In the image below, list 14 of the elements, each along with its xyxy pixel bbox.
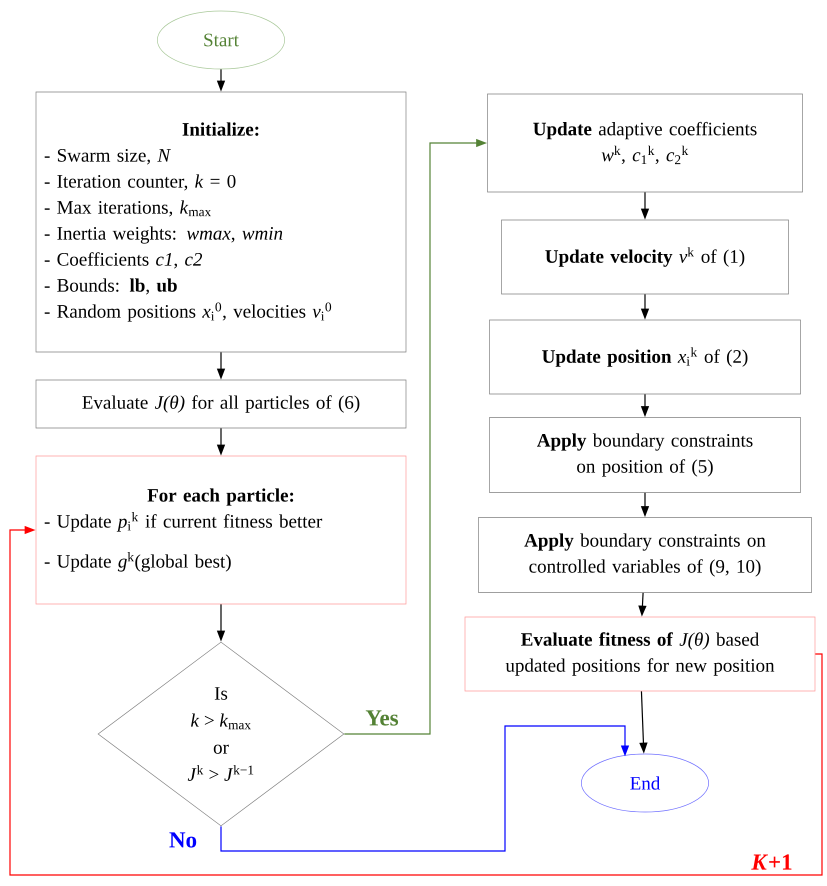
edge-label: Yes [364, 709, 400, 727]
edge-label: K+1 [750, 853, 794, 871]
edge-label: No [168, 831, 198, 849]
process-box: Update position x$_{i}$$^{k}$ of (2) [489, 320, 801, 394]
process-box: Evaluate J(θ) for all particles of (6) [36, 380, 406, 428]
process-box: Apply boundary constraints on position of (5) [489, 417, 801, 493]
process-box: Update velocity v$^{k}$ of (1) [501, 220, 789, 294]
process-box: Update adaptive coefficients w$^{k}$, c$_{1}$$^{k}$, c$_{2}$k [487, 94, 803, 192]
process-box: Apply boundary constraints on controlled variables of (9, 10) [478, 517, 812, 593]
process-box: Evaluate fitness of J(θ) based updated positions for new position [464, 616, 816, 692]
process-box: Initialize: - Swarm size, N - Iteration counter, k = 0 - Max iterations, k$_{max}$ - Inertia weights: wmax, wmin - Coefficients c1, c2 - Bounds: lb, ub - Random positions x$_{i}$$^{0}$, velocities v$_{i}$0 [36, 92, 406, 352]
arrow [220, 725, 630, 852]
process-box: For each particle: - Update p$_{i}$$^{k}$ if current fitness better - Update g$^{k}$(global best) [36, 456, 406, 604]
arrow [9, 526, 823, 876]
